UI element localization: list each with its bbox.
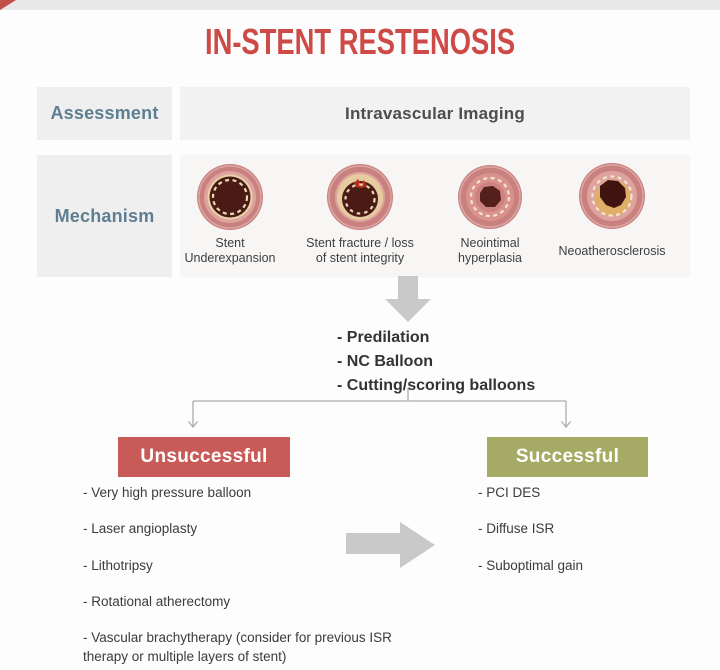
assessment-row-value-cell: Intravascular Imaging: [180, 87, 690, 140]
assessment-value: Intravascular Imaging: [345, 103, 525, 123]
unsuccessful-item: - Lithotripsy: [83, 558, 153, 573]
down-block-arrow-icon: [385, 276, 431, 322]
successful-item: - Suboptimal gain: [478, 558, 584, 573]
unsuccessful-item: - Very high pressure balloon: [83, 485, 252, 500]
treatment-item: - NC Balloon: [337, 353, 433, 370]
successful-box-label: Successful: [515, 446, 620, 467]
caption-line: Underexpansion: [184, 251, 276, 265]
assessment-label: Assessment: [50, 103, 159, 123]
mechanism-label: Mechanism: [54, 205, 155, 226]
assessment-row-label-cell: Assessment: [37, 87, 172, 140]
page-title: IN-STENT RESTENOSIS: [0, 21, 720, 62]
successful-item: - Diffuse ISR: [478, 521, 555, 536]
caption-line: Stent: [215, 236, 245, 250]
mechanism-caption-stent-underexpansion: Stent Underexpansion: [155, 236, 305, 266]
treatment-list: - Predilation - NC Balloon - Cutting/sco…: [337, 326, 535, 398]
successful-item: - PCI DES: [478, 485, 541, 500]
corner-artifact: [0, 0, 16, 10]
treatment-item: - Cutting/scoring balloons: [337, 377, 536, 394]
branch-connector: [188, 388, 572, 429]
right-block-arrow-icon: [346, 522, 435, 568]
mechanism-caption-neoatherosclerosis: Neoatherosclerosis: [532, 244, 692, 259]
caption-line: hyperplasia: [458, 251, 522, 265]
mechanism-row-label-cell: Mechanism: [37, 155, 172, 277]
vessel-neointimal-hyperplasia-illustration: [458, 165, 522, 229]
unsuccessful-item: - Laser angioplasty: [83, 521, 198, 536]
caption-line: Stent fracture / loss: [306, 236, 414, 250]
unsuccessful-item: - Vascular brachytherapy (consider for p…: [83, 630, 392, 664]
caption-line: of stent integrity: [315, 251, 405, 265]
caption-line: Neoatherosclerosis: [558, 244, 666, 258]
vessel-stent-fracture-illustration: [327, 164, 393, 230]
unsuccessful-item: - Rotational atherectomy: [83, 594, 231, 609]
successful-box: Successful: [487, 437, 648, 477]
top-border-strip: [0, 0, 720, 10]
caption-line: Neointimal: [460, 236, 520, 250]
unsuccessful-box: Unsuccessful: [118, 437, 290, 477]
treatment-item: - Predilation: [337, 329, 430, 346]
unsuccessful-box-label: Unsuccessful: [140, 446, 268, 467]
mechanism-caption-neointimal-hyperplasia: Neointimal hyperplasia: [415, 236, 565, 266]
page-title-text: IN-STENT RESTENOSIS: [204, 21, 516, 62]
vessel-neoatherosclerosis-illustration: [579, 163, 645, 229]
mechanism-caption-stent-fracture: Stent fracture / loss of stent integrity: [285, 236, 435, 266]
vessel-stent-underexpansion-illustration: [197, 164, 263, 230]
